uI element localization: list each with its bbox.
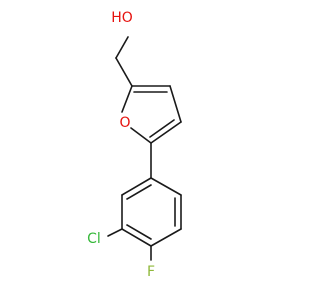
bond-ar4-ar5-double [126,224,152,240]
fluorine-label: F [147,264,155,280]
bond-o-c2 [121,85,133,113]
bond-c4-c5-double [149,119,175,138]
chlorine-label: Cl [87,231,101,247]
molecule-drawing: HO O Cl F [87,10,182,280]
bond-ar6-ar1 [121,177,152,196]
structure-canvas: HO O Cl F [87,10,182,280]
hydroxyl-label: HO [111,10,133,26]
bond-ar6-ar1-double [126,184,152,200]
atom-labels: HO O Cl F [87,10,155,280]
bond-ar3-ar4 [150,228,182,247]
bond-c5-o [130,127,152,144]
bond-ar5-cl [107,228,123,237]
bond-oh-ch2 [115,36,129,59]
bond-ar1-ar2 [150,177,182,196]
bond-ch2-c2 [115,57,133,87]
bond-ar4-ar5 [121,228,152,247]
bonds [107,36,182,261]
bond-c4-c5 [150,121,182,144]
furan-oxygen-label: O [119,115,130,131]
bond-c3-c4 [169,85,182,123]
